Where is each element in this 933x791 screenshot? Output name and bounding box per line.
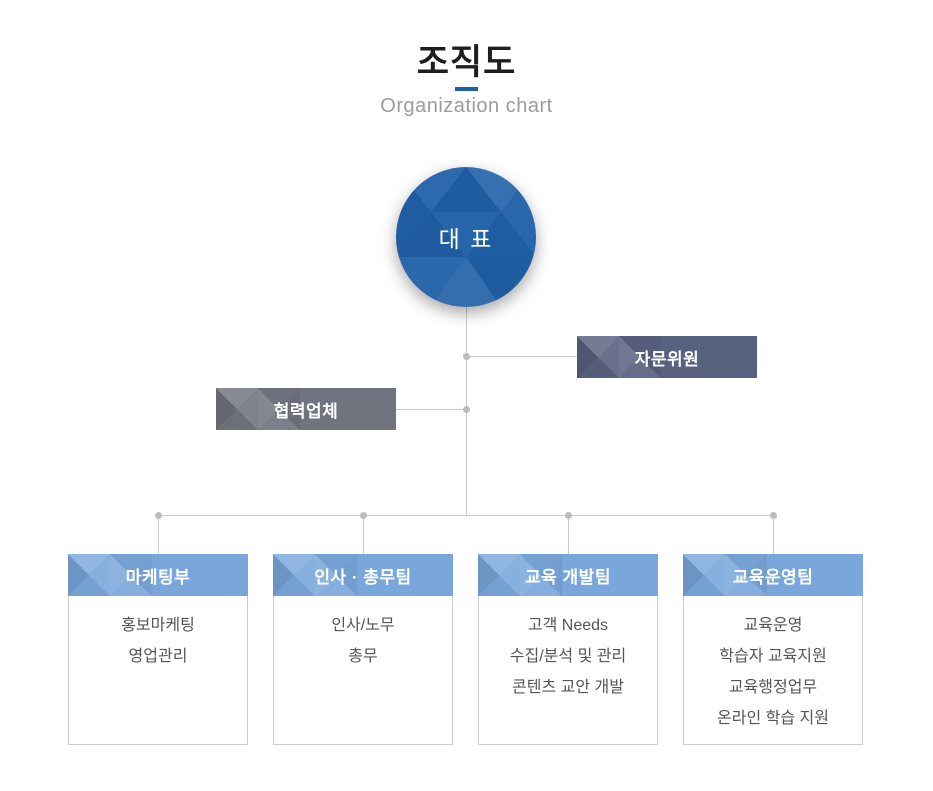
advisory-label: 자문위원 [634,349,700,369]
dept-box-marketing: 마케팅부 홍보마케팅 영업관리 [68,554,248,745]
dept-header-education-development: 교육 개발팀 [478,554,658,596]
dept-body: 교육운영 학습자 교육지원 교육행정업무 온라인 학습 지원 [683,596,863,745]
dept-title: 마케팅부 [125,567,191,587]
connector-stub-dept-2 [363,515,364,555]
partner-label: 협력업체 [273,401,339,421]
connector-stub-dept-4 [773,515,774,555]
page-title: 조직도 [416,43,517,82]
page-subtitle: Organization chart [380,95,553,117]
partner-node: 협력업체 [216,388,396,430]
dept-item: 교육운영 [743,617,803,634]
dept-item: 콘텐츠 교안 개발 [512,679,624,696]
dept-body: 고객 Needs 수집/분석 및 관리 콘텐츠 교안 개발 [478,596,658,745]
connector-stub-dept-1 [158,515,159,555]
title-divider [455,87,478,91]
dept-item: 총무 [348,648,378,665]
dept-title: 교육운영팀 [732,567,814,587]
connector-dot-advisory [463,353,470,360]
ceo-circle-graphic [396,167,536,307]
connector-dot-dept-4 [770,512,777,519]
dept-header-education-operations: 교육운영팀 [683,554,863,596]
dept-item: 수집/분석 및 관리 [509,648,627,665]
dept-item: 홍보마케팅 [121,617,195,634]
connector-partner [396,409,466,410]
connector-stub-dept-3 [568,515,569,555]
dept-box-education-operations: 교육운영팀 교육운영 학습자 교육지원 교육행정업무 온라인 학습 지원 [683,554,863,745]
connector-dot-dept-2 [360,512,367,519]
dept-item: 교육행정업무 [728,679,818,696]
dept-item: 고객 Needs [527,617,609,634]
dept-header-hr-general-affairs: 인사 · 총무팀 [273,554,453,596]
dept-box-hr-general-affairs: 인사 · 총무팀 인사/노무 총무 [273,554,453,745]
dept-item: 영업관리 [128,648,188,665]
dept-item: 학습자 교육지원 [719,648,827,665]
dept-box-education-development: 교육 개발팀 고객 Needs 수집/분석 및 관리 콘텐츠 교안 개발 [478,554,658,745]
connector-branch-horizontal [158,515,774,516]
connector-dot-partner [463,406,470,413]
connector-dot-dept-1 [155,512,162,519]
dept-body: 홍보마케팅 영업관리 [68,596,248,745]
ceo-node: 대 표 [396,167,536,307]
advisory-node: 자문위원 [577,336,757,378]
dept-title: 인사 · 총무팀 [314,567,412,587]
connector-advisory [466,356,577,357]
dept-item: 온라인 학습 지원 [717,710,829,727]
ceo-label: 대 표 [438,226,494,252]
dept-body: 인사/노무 총무 [273,596,453,745]
dept-header-marketing: 마케팅부 [68,554,248,596]
connector-dot-dept-3 [565,512,572,519]
dept-title: 교육 개발팀 [525,567,611,587]
dept-item: 인사/노무 [331,617,395,634]
